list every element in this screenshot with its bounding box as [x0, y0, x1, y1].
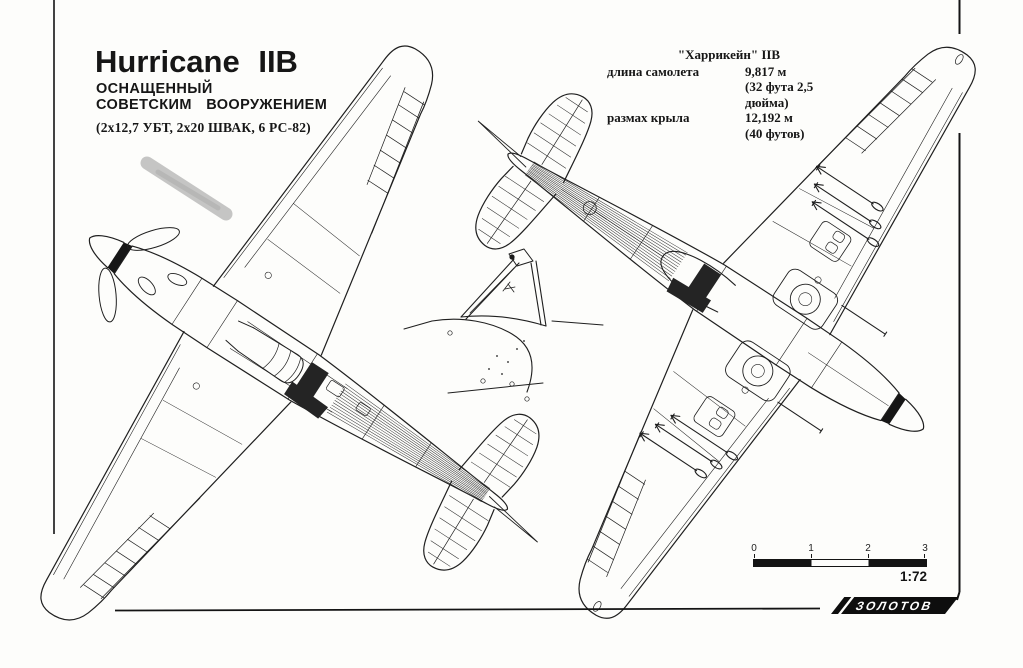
scale-tick-0: 0 — [751, 543, 757, 554]
left-aircraft-top-view — [0, 0, 728, 668]
spec-value: 9,817 м — [745, 63, 787, 79]
spec-row-wingspan: размах крыла 12,192 м (40 футов) — [607, 110, 851, 141]
spec-note: (32 фута 2,5 дюйма) — [745, 79, 814, 110]
pencil-smudge — [140, 156, 233, 221]
subtitle-line-2: СОВЕТСКИМ ВООРУЖЕНИЕМ — [96, 97, 328, 113]
publisher-logo-text: ЗОЛОТОВ — [853, 598, 936, 613]
scale-ratio: 1:72 — [899, 569, 927, 584]
scale-tickmark — [754, 554, 755, 558]
spec-row-length: длина самолета 9,817 м (32 фута 2,5 дюйм… — [607, 64, 851, 111]
right-border-rule — [956, 0, 961, 601]
scale-tick-2: 2 — [865, 543, 871, 554]
right-aircraft-bottom-view — [286, 0, 1023, 668]
page-title: Hurricane IIB — [95, 44, 298, 79]
scale-tickmark — [811, 554, 812, 558]
spec-table: "Харрикейн" IIВ длина самолета 9,817 м (… — [607, 47, 851, 141]
publisher-logo: ЗОЛОТОВ — [831, 597, 959, 614]
subtitle-line-1: ОСНАЩЕННЫЙ — [96, 81, 213, 97]
spec-heading: "Харрикейн" IIВ — [677, 47, 781, 62]
scale-tick-3: 3 — [922, 543, 928, 554]
canopy-detail — [403, 248, 604, 402]
scale-tick-1: 1 — [808, 543, 814, 554]
bottom-rule — [114, 607, 821, 612]
spec-note: (40 футов) — [745, 125, 805, 141]
scale-bar: 0 1 2 3 1:72 — [751, 543, 928, 585]
spec-value: 12,192 м — [745, 110, 793, 125]
scale-tickmark — [868, 554, 869, 558]
spec-label: размах крыла — [607, 110, 690, 125]
spec-label: длина самолета — [607, 63, 700, 79]
page-subtitle: ОСНАЩЕННЫЙ СОВЕТСКИМ ВООРУЖЕНИЕМ — [96, 81, 327, 113]
armament-note: (2х12,7 УБТ, 2х20 ШВАК, 6 РС-82) — [96, 120, 311, 135]
scale-tickmark — [924, 554, 925, 558]
frame-borders — [53, 0, 961, 612]
scale-bar-segments — [753, 559, 927, 567]
